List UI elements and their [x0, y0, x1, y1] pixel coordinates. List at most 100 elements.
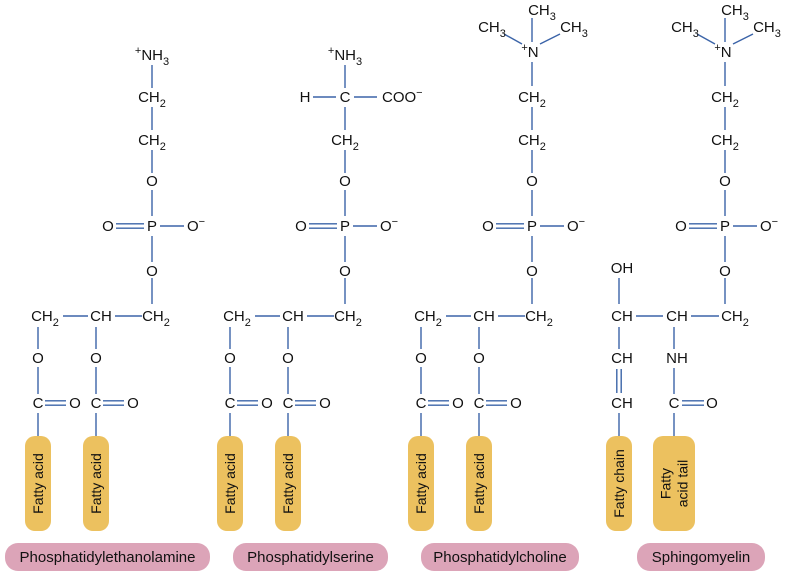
- atom-symbol: NH: [141, 47, 163, 64]
- p-o-double-bond: [116, 223, 144, 229]
- atom-symbol: C: [91, 395, 102, 412]
- subscript: 2: [53, 317, 59, 329]
- amide-carbon: C: [669, 395, 680, 412]
- subscript: 3: [693, 28, 699, 40]
- atom-symbol: O: [339, 173, 351, 190]
- backbone-carbon: CH: [666, 308, 688, 325]
- backbone-carbon: CH: [611, 308, 633, 325]
- atom-symbol: CH: [560, 19, 582, 36]
- subscript: 2: [160, 141, 166, 153]
- carbonyl-carbon: C: [474, 395, 485, 412]
- atom-symbol: O: [719, 263, 731, 280]
- methylene: CH2: [138, 89, 166, 110]
- charge-sign: +: [328, 45, 334, 57]
- atom-symbol: O: [32, 350, 44, 367]
- atom-symbol: CH: [611, 350, 633, 367]
- methyl-group: CH3: [528, 2, 556, 23]
- name-pill-background: [637, 543, 765, 571]
- fatty-acid-tail: Fatty acid: [25, 436, 51, 531]
- atom-symbol: CH: [721, 2, 743, 19]
- atom-symbol: O: [146, 173, 158, 190]
- atom-symbol: O: [526, 263, 538, 280]
- phosphate-oxygen: O: [146, 173, 158, 190]
- atom-symbol: NH: [334, 47, 356, 64]
- carbonyl-carbon: C: [225, 395, 236, 412]
- methylene: CH2: [138, 132, 166, 153]
- atom-symbol: CH: [666, 308, 688, 325]
- name-pill-sphingomyelin: Sphingomyelin: [637, 543, 765, 571]
- atom-symbol: CH: [282, 308, 304, 325]
- subscript: 2: [353, 141, 359, 153]
- backbone-carbon: CH2: [721, 308, 749, 329]
- atom-symbol: O: [319, 395, 331, 412]
- atom-symbol: H: [300, 89, 311, 106]
- subscript: 3: [500, 28, 506, 40]
- amide-carbonyl-double-bond: [682, 400, 704, 406]
- charge-sign: −: [579, 216, 585, 228]
- carbonyl-carbon: C: [416, 395, 427, 412]
- atom-symbol: O: [567, 218, 579, 235]
- atom-symbol: O: [510, 395, 522, 412]
- fatty-tail-box: [466, 436, 492, 531]
- backbone-carbon: CH: [282, 308, 304, 325]
- backbone-carbon: CH2: [414, 308, 442, 329]
- alpha-carbon: C: [340, 89, 351, 106]
- subscript: 2: [743, 317, 749, 329]
- atom-symbol: O: [760, 218, 772, 235]
- carbonyl-double-bond: [45, 400, 66, 406]
- subscript: 2: [164, 317, 170, 329]
- phosphate-double-oxygen: O: [482, 218, 494, 235]
- p-o-double-bond: [496, 223, 524, 229]
- fatty-tail-label: Fatty acid: [413, 453, 429, 514]
- subscript: 2: [733, 98, 739, 110]
- subscript: 3: [582, 28, 588, 40]
- atom-symbol: O: [719, 173, 731, 190]
- atom-symbol: CH: [142, 308, 164, 325]
- phosphate-oxygen: O: [339, 173, 351, 190]
- fatty-tail-box: [83, 436, 109, 531]
- alkene-carbon: CH: [611, 350, 633, 367]
- atom-symbol: CH: [473, 308, 495, 325]
- charge-sign: −: [392, 216, 398, 228]
- atom-symbol: CH: [331, 132, 353, 149]
- fatty-tail-label: Fatty acid: [222, 453, 238, 514]
- subscript: 2: [245, 317, 251, 329]
- methyl-group: CH3: [721, 2, 749, 23]
- atom-symbol: O: [295, 218, 307, 235]
- alkene-double-bond: [616, 369, 622, 393]
- bond: [696, 33, 716, 45]
- atom-symbol: C: [283, 395, 294, 412]
- backbone-carbon: CH2: [31, 308, 59, 329]
- fatty-tail-box: [606, 436, 632, 531]
- methylene: CH2: [518, 89, 546, 110]
- atom-symbol: O: [339, 263, 351, 280]
- atom-symbol: O: [69, 395, 81, 412]
- atom-symbol: O: [482, 218, 494, 235]
- atom-symbol: O: [452, 395, 464, 412]
- carbonyl-carbon: C: [91, 395, 102, 412]
- subscript: 3: [775, 28, 781, 40]
- methyl-group: CH3: [560, 19, 588, 40]
- fatty-tail-box: [408, 436, 434, 531]
- subscript: 2: [547, 317, 553, 329]
- backbone-carbon: CH: [90, 308, 112, 325]
- atom-symbol: O: [415, 350, 427, 367]
- fatty-tail-label: Fatty acid: [30, 453, 46, 514]
- phosphorus: P: [720, 218, 730, 235]
- atom-symbol: C: [669, 395, 680, 412]
- atom-symbol: OH: [611, 260, 634, 277]
- ester-oxygen: O: [90, 350, 102, 367]
- phosphate-anion-oxygen: O−: [187, 216, 205, 235]
- atom-symbol: CH: [138, 132, 160, 149]
- phosphate-anion-oxygen: O−: [760, 216, 778, 235]
- carbonyl-oxygen: O: [510, 395, 522, 412]
- atom-symbol: COO: [382, 89, 416, 106]
- phosphate-double-oxygen: O: [675, 218, 687, 235]
- atom-symbol: CH: [611, 308, 633, 325]
- backbone-carbon: CH2: [142, 308, 170, 329]
- carbonyl-oxygen: O: [69, 395, 81, 412]
- atom-symbol: C: [33, 395, 44, 412]
